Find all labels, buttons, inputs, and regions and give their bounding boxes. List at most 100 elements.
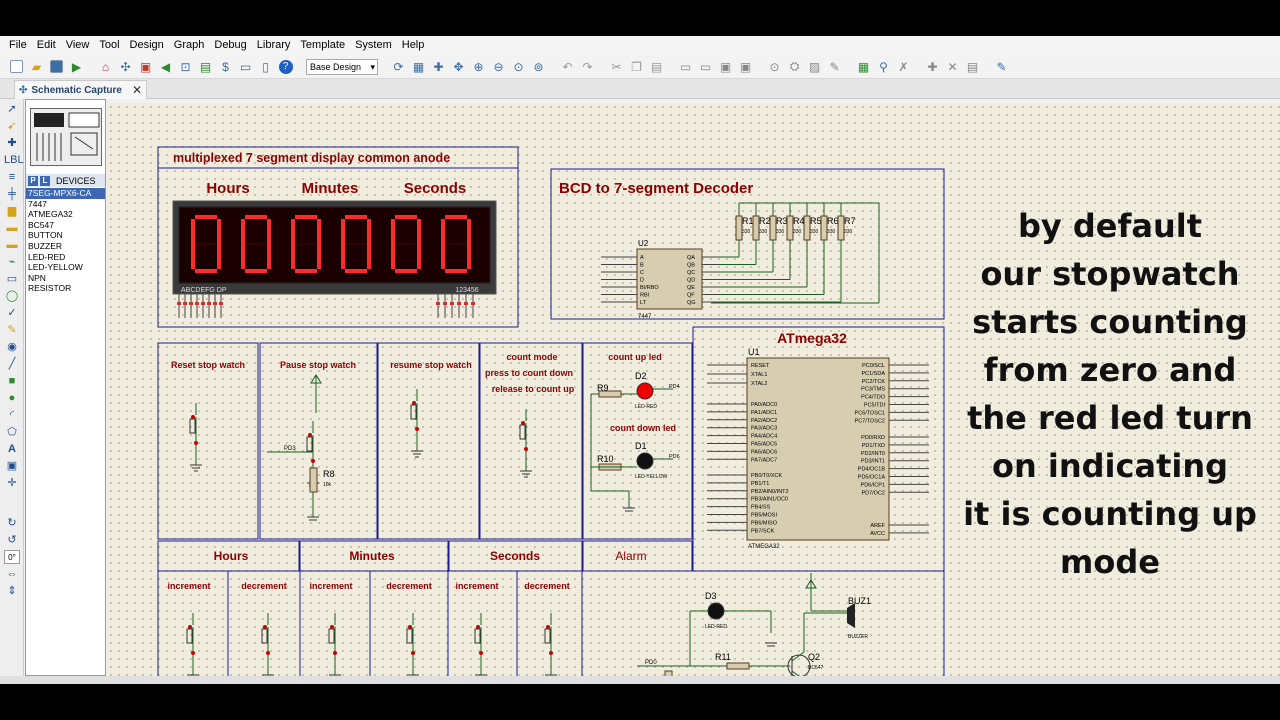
device-item[interactable]: 7SEG-MPX6-CA [26, 188, 105, 199]
mirror-y-icon[interactable]: ⇕ [7, 585, 17, 597]
make-device-icon[interactable]: ⛭ [789, 59, 800, 73]
package-icon[interactable]: ▨ [808, 59, 821, 74]
graph-icon[interactable]: ⌁ [8, 256, 16, 268]
circle-icon[interactable]: ● [8, 392, 16, 404]
mirror-x-icon[interactable]: ⇔ [6, 568, 18, 580]
probe-current-icon[interactable]: ✎ [7, 324, 17, 336]
undo-icon[interactable]: ↶ [562, 59, 573, 74]
chip-icon[interactable]: ▣ [139, 59, 152, 74]
pin-label: A [640, 255, 644, 261]
help-icon[interactable]: ? [277, 58, 294, 75]
device-item[interactable]: NPN [28, 272, 46, 283]
block-delete-icon[interactable]: ▣ [739, 59, 752, 74]
subcircuit-icon[interactable]: ▆ [7, 205, 17, 217]
netlist-icon[interactable]: ▦ [857, 59, 870, 74]
save-icon[interactable] [48, 58, 65, 75]
junction-icon[interactable]: ✚ [7, 137, 17, 149]
rotate-ccw-icon[interactable]: ↺ [7, 534, 17, 546]
notes-icon[interactable]: ▯ [262, 59, 269, 74]
schematic-canvas[interactable]: multiplexed 7 segment display common ano… [107, 103, 1280, 684]
marker-icon[interactable]: ✛ [7, 477, 17, 489]
device-item[interactable]: LED-RED [28, 251, 66, 262]
text-icon[interactable]: A [8, 443, 16, 455]
path-icon[interactable]: ⬠ [7, 426, 17, 438]
pick-device-button[interactable]: P [28, 175, 38, 186]
device-item[interactable]: ATMEGA32 [28, 209, 73, 220]
tag-icon[interactable]: ✗ [898, 59, 909, 74]
redo-icon[interactable]: ↷ [582, 59, 593, 74]
menu-item-system[interactable]: System [355, 39, 392, 51]
zoom-area-icon[interactable]: ⊡ [180, 59, 191, 74]
menu-item-help[interactable]: Help [401, 39, 425, 51]
device-item[interactable]: 7447 [28, 198, 47, 209]
menu-item-template[interactable]: Template [300, 39, 346, 51]
back-icon[interactable]: ◀ [160, 59, 171, 74]
symbol-icon[interactable]: ▣ [6, 460, 18, 472]
decompose-icon[interactable]: ✎ [829, 59, 840, 74]
copy-icon[interactable]: ❐ [631, 59, 642, 74]
pan-icon[interactable]: ✥ [453, 59, 464, 74]
library-button[interactable]: L [40, 175, 50, 186]
bus-icon[interactable]: ╪ [8, 188, 16, 200]
pick-icon[interactable]: ⊙ [769, 59, 780, 74]
terminal-icon[interactable]: ▭ [239, 59, 252, 74]
zoom-out-icon[interactable]: ⊖ [493, 59, 504, 74]
menu-item-tool[interactable]: Tool [99, 39, 120, 51]
label-icon[interactable]: LBL [4, 154, 24, 166]
block-rotate-icon[interactable]: ▣ [719, 59, 732, 74]
block-copy-icon[interactable]: ▭ [679, 59, 692, 74]
device-item[interactable]: BUTTON [28, 230, 63, 241]
new-icon[interactable] [8, 58, 25, 75]
menu-item-design[interactable]: Design [129, 39, 164, 51]
instrument-icon[interactable]: ◉ [7, 341, 17, 353]
import-icon[interactable]: ▶ [71, 59, 82, 74]
report-icon[interactable]: ▤ [966, 59, 979, 74]
script-icon[interactable]: ✎ [996, 59, 1007, 74]
device-item[interactable]: BC547 [28, 219, 54, 230]
probe-icon[interactable]: ✓ [7, 307, 17, 319]
bom-icon[interactable]: ▤ [199, 59, 212, 74]
schematic-icon[interactable]: ✣ [120, 59, 131, 74]
menu-item-file[interactable]: File [9, 39, 27, 51]
device-item[interactable]: LED-YELLOW [28, 262, 83, 273]
resistor-label: R1 [742, 216, 754, 226]
cut-icon[interactable]: ✂ [611, 59, 622, 74]
block-move-icon[interactable]: ▭ [699, 59, 712, 74]
generator-icon[interactable]: ◯ [5, 290, 19, 302]
menu-item-debug[interactable]: Debug [214, 39, 247, 51]
angle-input[interactable]: 0° [4, 550, 20, 564]
devices-title: DEVICES [56, 175, 96, 186]
tab-schematic-capture[interactable]: ✣ Schematic Capture ✕ [14, 80, 148, 99]
menu-item-graph[interactable]: Graph [173, 39, 205, 51]
layer-select[interactable]: Base Design [306, 58, 378, 75]
rotate-cw-icon[interactable]: ↻ [7, 517, 17, 529]
device-item[interactable]: RESISTOR [28, 283, 72, 294]
zoom-all-icon[interactable]: ⊙ [513, 59, 524, 74]
paste-icon[interactable]: ▤ [650, 59, 663, 74]
grid-icon[interactable]: ▦ [412, 59, 425, 74]
device-item[interactable]: BUZZER [28, 240, 62, 251]
open-icon[interactable]: ▰ [31, 59, 42, 74]
refresh-icon[interactable]: ⟳ [393, 59, 404, 74]
menu-item-view[interactable]: View [65, 39, 90, 51]
menu-item-edit[interactable]: Edit [36, 39, 56, 51]
design-explorer-icon[interactable]: ✚ [927, 59, 938, 74]
property-icon[interactable]: ✕ [947, 59, 958, 74]
component-mode-icon[interactable]: ➹ [7, 120, 17, 132]
source-icon[interactable]: $ [222, 59, 229, 74]
pin-icon[interactable]: ▬ [6, 239, 18, 251]
menu-item-library[interactable]: Library [256, 39, 291, 51]
home-icon[interactable]: ⌂ [101, 59, 110, 74]
text-script-icon[interactable]: ≡ [8, 171, 16, 183]
zoom-in-icon[interactable]: ⊕ [473, 59, 484, 74]
tape-icon[interactable]: ▭ [6, 273, 18, 285]
search-icon[interactable]: ⚲ [879, 59, 888, 74]
zoom-fit-icon[interactable]: ⊚ [533, 59, 544, 74]
arc-icon[interactable]: ◜ [9, 409, 15, 421]
box-icon[interactable]: ■ [8, 375, 16, 387]
line-icon[interactable]: ╱ [8, 358, 16, 370]
select-mode-icon[interactable]: ➚ [7, 103, 17, 115]
origin-icon[interactable]: ✚ [433, 59, 444, 74]
close-icon[interactable]: ✕ [131, 83, 143, 97]
terminal-mode-icon[interactable]: ▬ [6, 222, 18, 234]
